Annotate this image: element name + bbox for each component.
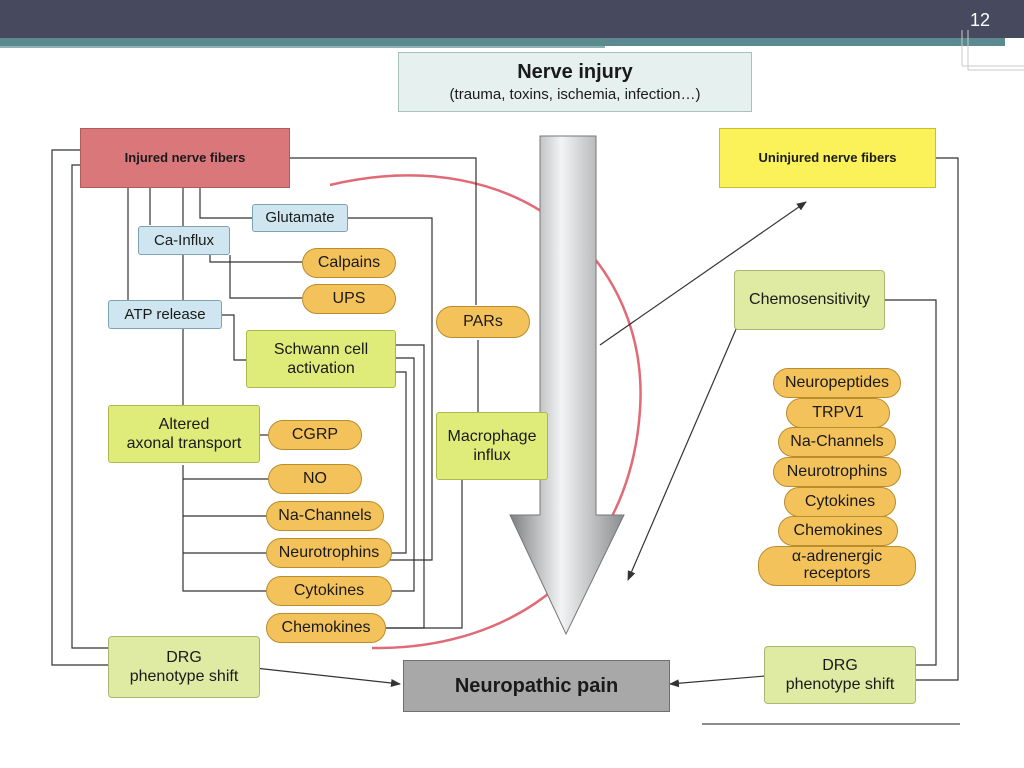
schwann-line2: activation bbox=[287, 360, 355, 377]
axonal-line2: axonal transport bbox=[126, 435, 242, 452]
alpha-line1: α-adrenergic bbox=[791, 548, 883, 566]
red-arc bbox=[329, 174, 642, 650]
slide-number: 12 bbox=[969, 10, 990, 30]
macrophage-line2: influx bbox=[473, 447, 511, 464]
slide-header-bar bbox=[0, 0, 1024, 38]
slide-accent-line bbox=[0, 46, 605, 48]
chemosensitivity-box: Chemosensitivity bbox=[734, 270, 885, 330]
atp-release-box: ATP release bbox=[108, 300, 222, 329]
neurotrophins-left-pill: Neurotrophins bbox=[266, 538, 392, 568]
decorative-lines bbox=[961, 30, 1024, 71]
altered-axonal-transport-box: Altered axonal transport bbox=[108, 405, 260, 463]
ups-pill: UPS bbox=[302, 284, 396, 314]
macrophage-influx-box: Macrophage influx bbox=[436, 412, 548, 480]
axonal-line1: Altered bbox=[158, 415, 210, 433]
alpha-adrenergic-receptors-pill: α-adrenergic receptors bbox=[758, 546, 916, 586]
no-pill: NO bbox=[268, 464, 362, 494]
schwann-cell-activation-box: Schwann cell activation bbox=[246, 330, 396, 388]
macrophage-line1: Macrophage bbox=[447, 427, 537, 445]
chemokines-right-pill: Chemokines bbox=[778, 516, 898, 546]
drg-phenotype-shift-right-box: DRG phenotype shift bbox=[764, 646, 916, 704]
drg-right-line1: DRG bbox=[822, 656, 858, 674]
na-channels-left-pill: Na-Channels bbox=[266, 501, 384, 531]
ca-influx-box: Ca-Influx bbox=[138, 226, 230, 255]
cgrp-pill: CGRP bbox=[268, 420, 362, 450]
nerve-injury-subtitle: (trauma, toxins, ischemia, infection…) bbox=[449, 86, 701, 103]
injured-nerve-fibers-box: Injured nerve fibers bbox=[80, 128, 290, 188]
neuropeptides-pill: Neuropeptides bbox=[773, 368, 901, 398]
uninjured-nerve-fibers-box: Uninjured nerve fibers bbox=[719, 128, 936, 188]
glutamate-box: Glutamate bbox=[252, 204, 348, 232]
chemokines-left-pill: Chemokines bbox=[266, 613, 386, 643]
schwann-line1: Schwann cell bbox=[273, 340, 369, 358]
drg-left-line2: phenotype shift bbox=[129, 668, 239, 685]
drg-left-line1: DRG bbox=[166, 648, 202, 666]
cytokines-right-pill: Cytokines bbox=[784, 487, 896, 517]
calpains-pill: Calpains bbox=[302, 248, 396, 278]
trpv1-pill: TRPV1 bbox=[786, 398, 890, 428]
central-down-arrow bbox=[509, 135, 625, 636]
nerve-injury-title: Nerve injury bbox=[517, 61, 633, 83]
na-channels-right-pill: Na-Channels bbox=[778, 427, 896, 457]
cytokines-left-pill: Cytokines bbox=[266, 576, 392, 606]
drg-right-line2: phenotype shift bbox=[785, 676, 895, 693]
nerve-injury-box: Nerve injury (trauma, toxins, ischemia, … bbox=[398, 52, 752, 112]
bottom-rule bbox=[702, 723, 960, 725]
neuropathic-pain-box: Neuropathic pain bbox=[403, 660, 670, 712]
neurotrophins-right-pill: Neurotrophins bbox=[773, 457, 901, 487]
slide-accent-band bbox=[0, 38, 1005, 46]
alpha-line2: receptors bbox=[803, 565, 871, 582]
pars-pill: PARs bbox=[436, 306, 530, 338]
drg-phenotype-shift-left-box: DRG phenotype shift bbox=[108, 636, 260, 698]
